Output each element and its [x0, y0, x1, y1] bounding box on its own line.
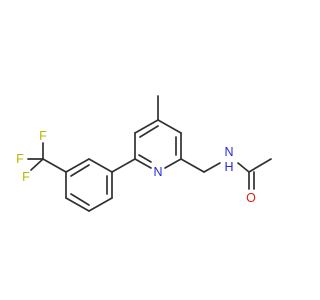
atom-label-layer: N H O N F F F: [16, 129, 256, 205]
bond-ph-c5-c6: [65, 158, 90, 173]
bond-ph-c3-c4: [65, 197, 90, 212]
bond-ph-c3-c4-inner: [70, 193, 90, 206]
bond-ph-c6-c1: [88, 158, 113, 173]
bond-ph-c2-c3: [88, 197, 113, 212]
bond-pyridine-phenyl: [111, 158, 136, 173]
atom-fluorine-top: F: [39, 129, 47, 143]
bond-ph-cf3: [42, 158, 67, 173]
atom-fluorine-bottom: F: [22, 170, 30, 184]
bond-ring-c5-c4: [134, 119, 159, 134]
bond-ch2-nh: [203, 162, 221, 173]
bond-ring-n-c6: [134, 158, 152, 169]
atom-carbonyl-oxygen: O: [246, 191, 256, 205]
bond-ph-c5-c6-inner: [70, 164, 90, 177]
bond-co-methyl: [248, 158, 272, 173]
atom-fluorine-left: F: [16, 152, 24, 166]
molecule-structure: N H O N F F F: [16, 95, 272, 212]
bond-ring-n-c6-inner: [138, 154, 152, 163]
bond-ring-c5-c4-inner: [139, 125, 159, 138]
bond-cf3-f-bottom: [30, 158, 44, 171]
bond-nh-co: [237, 162, 250, 173]
bond-layer: [27, 95, 272, 212]
bond-ring-c2-n: [164, 158, 182, 169]
atom-amide-nitrogen: N: [224, 145, 233, 159]
bond-ring-c4-c3: [157, 119, 182, 134]
atom-amide-hydrogen: H: [224, 160, 233, 174]
atom-pyridine-nitrogen: N: [153, 165, 162, 179]
bond-c2-ch2: [180, 158, 205, 173]
